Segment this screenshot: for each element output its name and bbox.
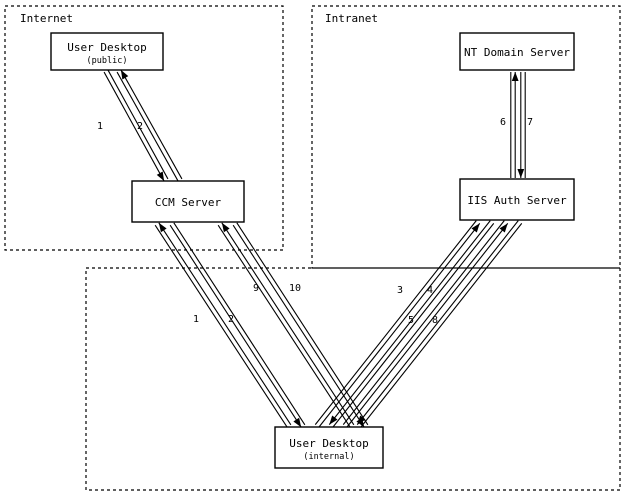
arrow-head [158, 222, 167, 233]
edge-step-label: 10 [289, 283, 301, 294]
edge-stroke [221, 222, 355, 426]
node-subtitle: (internal) [303, 452, 354, 462]
edge-stroke [169, 224, 302, 428]
edge-step-label: 6 [500, 117, 506, 128]
edge-stroke [360, 223, 523, 428]
node-box[interactable] [459, 178, 575, 221]
node-title: NT Domain Server [464, 46, 570, 59]
arrow-head [293, 417, 302, 428]
edge-step-label: 2 [228, 314, 234, 325]
edge-stroke [356, 220, 519, 425]
arrow-head [471, 223, 480, 233]
arrow-head [156, 171, 165, 182]
node-nt-domain-server[interactable]: NT Domain Server [459, 32, 575, 71]
edge-edge-1-public-to-ccm [103, 69, 169, 182]
node-iis-auth-server[interactable]: IIS Auth Server [459, 178, 575, 221]
edge-step-label: 5 [408, 315, 414, 326]
node-ccm-server[interactable]: CCM Server [131, 180, 245, 223]
edge-stroke [173, 222, 306, 426]
edge-labels-layer: 1 2 1 2 9 10 3 4 5 8 6 7 [97, 117, 533, 326]
zone-label-internet: Internet [20, 12, 73, 25]
arrow-head [499, 223, 508, 233]
edge-stroke [158, 222, 292, 426]
edge-edge-4-iis-to-internal [328, 220, 495, 428]
zones-layer: Internet Intranet [4, 5, 621, 491]
edge-stroke [217, 224, 351, 428]
edge-stroke [120, 69, 183, 180]
node-title: CCM Server [155, 196, 222, 209]
edge-edge-3-internal-to-iis [314, 220, 481, 428]
node-user-desktop-public[interactable]: User Desktop (public) [50, 32, 164, 71]
edge-edge-8-iis-to-internal [356, 220, 523, 428]
node-user-desktop-internal[interactable]: User Desktop (internal) [274, 426, 384, 469]
node-subtitle: (public) [87, 56, 128, 66]
edge-step-label: 9 [253, 283, 259, 294]
edge-edge-7-nt-to-iis [517, 72, 526, 178]
edge-step-label: 8 [432, 315, 438, 326]
edge-stroke [154, 224, 288, 428]
edge-edge-1b-internal-to-ccm [154, 222, 292, 428]
node-box[interactable] [131, 180, 245, 223]
edge-step-label: 3 [397, 285, 403, 296]
edge-stroke [314, 220, 477, 425]
edge-step-label: 2 [137, 121, 143, 132]
edge-step-label: 1 [97, 121, 103, 132]
node-title: IIS Auth Server [467, 194, 567, 207]
node-box[interactable] [50, 32, 164, 71]
zone-boundary-internet [4, 5, 284, 251]
edges-layer [103, 69, 526, 428]
edge-stroke [346, 223, 509, 428]
edge-stroke [103, 71, 165, 182]
arrow-head [357, 415, 366, 425]
edge-stroke [318, 223, 481, 428]
arrow-head [221, 222, 230, 233]
node-title: User Desktop [67, 41, 146, 54]
node-title: User Desktop [289, 437, 368, 450]
edge-stroke [107, 69, 169, 180]
edge-step-label: 7 [527, 117, 533, 128]
arrow-head [511, 72, 519, 81]
edge-edge-6-iis-to-nt [510, 72, 519, 178]
arrow-head [120, 69, 129, 80]
nodes-layer: User Desktop (public) CCM Server NT Domain … [50, 32, 575, 469]
edge-edge-10-ccm-to-internal [232, 222, 369, 428]
edge-step-label: 1 [193, 314, 199, 325]
edge-stroke [328, 220, 491, 425]
arrow-head [329, 415, 338, 425]
zone-boundary-intranet [311, 5, 621, 269]
edge-stroke [332, 223, 495, 428]
edge-edge-9-internal-to-ccm [217, 222, 355, 428]
node-box[interactable] [459, 32, 575, 71]
edge-stroke [116, 71, 179, 182]
edge-stroke [232, 224, 365, 428]
edge-stroke [236, 222, 369, 426]
edge-stroke [342, 220, 505, 425]
arrow-head [517, 169, 525, 178]
edge-edge-2b-ccm-to-internal [169, 222, 306, 428]
node-box[interactable] [274, 426, 384, 469]
zone-label-intranet: Intranet [325, 12, 378, 25]
zone-boundary-internal [85, 267, 621, 491]
edge-edge-5-internal-to-iis [342, 220, 509, 428]
edge-step-label: 4 [427, 285, 433, 296]
edge-edge-2-ccm-to-public [116, 69, 183, 182]
